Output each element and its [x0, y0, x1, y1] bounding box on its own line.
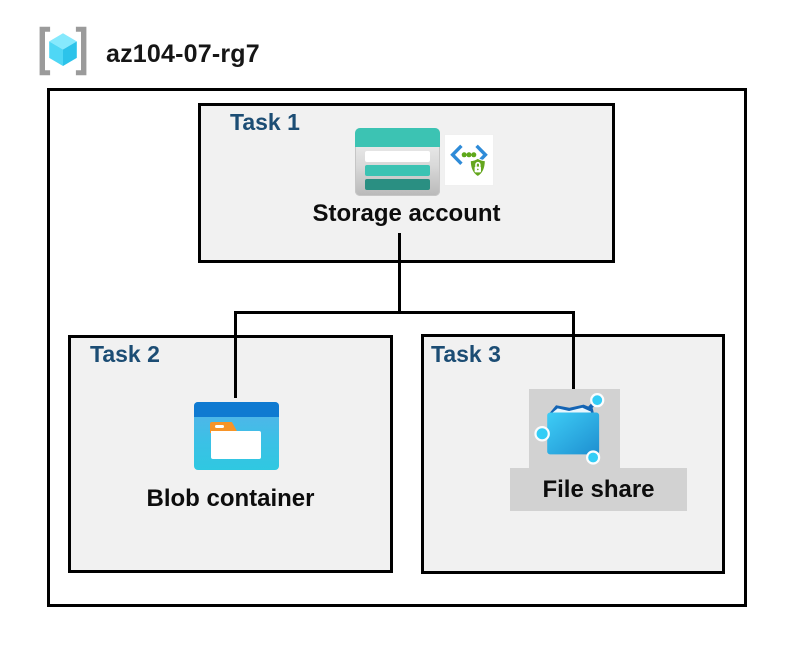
file-share-label: File share — [542, 475, 655, 503]
storage-account-label: Storage account — [312, 200, 501, 227]
task3-label: Task 3 — [431, 341, 501, 367]
connector-to-blob-container — [234, 311, 237, 398]
blob-icon-folder — [211, 431, 261, 459]
blob-icon-titlebar — [194, 402, 279, 417]
storage-icon-row-dark-teal — [365, 179, 430, 190]
storage-icon-row-teal — [365, 165, 430, 176]
connector-storage-stem — [398, 233, 401, 314]
blob-container-label: Blob container — [146, 485, 315, 512]
file-share-label-band: File share — [510, 468, 687, 511]
task2-label: Task 2 — [90, 341, 160, 367]
blob-icon-folder-tab — [210, 422, 238, 433]
storage-account-icon — [355, 128, 440, 196]
resource-group-name: az104-07-rg7 — [106, 40, 260, 68]
storage-icon-header — [355, 128, 440, 147]
storage-icon-row-white — [365, 151, 430, 162]
code-brackets-shield-lock-icon — [445, 135, 493, 185]
file-share-icon — [534, 393, 605, 465]
blob-icon-tab-dash — [215, 425, 224, 428]
task1-label: Task 1 — [230, 109, 300, 135]
blob-container-icon — [194, 402, 279, 470]
connector-branch-horizontal — [234, 311, 575, 314]
connector-to-file-share — [572, 311, 575, 389]
resource-group-icon — [39, 26, 87, 76]
